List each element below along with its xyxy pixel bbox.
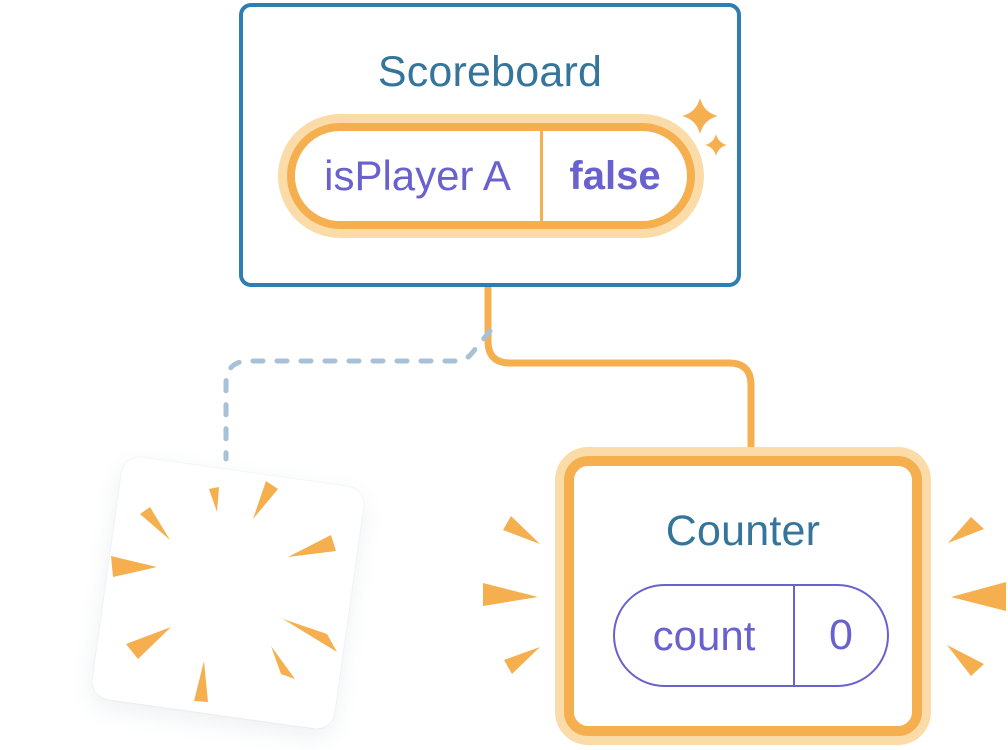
burst-rays-icon-right xyxy=(947,517,1006,676)
state-pill: count 0 xyxy=(613,584,889,687)
state-name: isPlayer A xyxy=(324,152,511,199)
component-title: Counter xyxy=(665,507,821,555)
component-title: Scoreboard xyxy=(377,48,603,96)
scoreboard-card: Scoreboard isPlayer A false xyxy=(239,3,741,287)
state-name: count xyxy=(652,611,756,659)
state-value: 0 xyxy=(793,586,887,685)
counter-card: Counter count 0 xyxy=(564,456,922,736)
connector-active-line xyxy=(484,280,755,458)
state-value: false xyxy=(540,131,687,221)
connector-destroyed-line xyxy=(223,328,493,462)
burst-rays-icon-left xyxy=(483,516,540,674)
state-pill: isPlayer A false xyxy=(287,123,695,229)
poof-icon xyxy=(111,481,337,702)
